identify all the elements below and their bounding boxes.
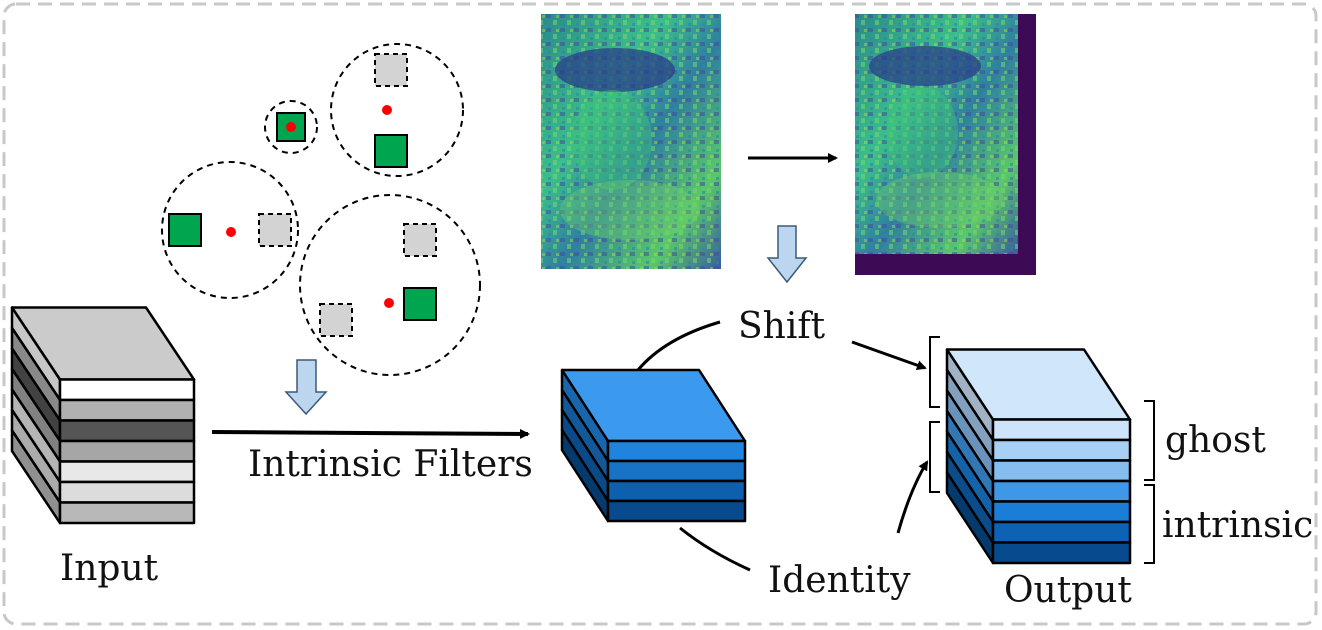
stack-front-layer xyxy=(991,541,1132,565)
input-label: Input xyxy=(60,548,159,589)
main-flow-arrow xyxy=(211,428,530,439)
stack-front-layer xyxy=(58,378,196,402)
stack-front-layer xyxy=(606,499,747,523)
shift-bracket xyxy=(929,336,940,408)
output-block xyxy=(945,348,1132,565)
ghost-label: ghost xyxy=(1165,420,1266,461)
stack-front-layer xyxy=(991,520,1132,544)
receptive-field-circle xyxy=(299,194,481,376)
stack-front-layer xyxy=(991,479,1132,503)
identity-label: Identity xyxy=(768,560,911,601)
stack-front-layer xyxy=(991,500,1132,524)
identity-connector-curve xyxy=(679,526,751,572)
receptive-field-circle xyxy=(330,43,464,177)
kernel-center-dot xyxy=(382,105,392,115)
hollow-down-arrow xyxy=(284,359,328,416)
receptive-field-circle xyxy=(264,100,318,154)
stack-front-layer xyxy=(58,439,196,463)
intrinsic-label: intrinsic xyxy=(1162,505,1313,546)
shifted-kernel xyxy=(374,53,408,87)
stack-front-layer xyxy=(606,439,747,463)
stack-front-layer xyxy=(991,438,1132,462)
intrinsic-filters-label: Intrinsic Filters xyxy=(248,444,533,485)
shifted-kernel xyxy=(258,213,292,247)
stack-front-layer xyxy=(58,398,196,422)
shift-to-output-arrow xyxy=(851,340,927,371)
kernel-center-dot xyxy=(286,122,296,132)
input-block xyxy=(10,306,196,525)
stack-front-layer xyxy=(991,459,1132,483)
hollow-down-arrow xyxy=(766,225,808,284)
receptive-field-circle xyxy=(161,161,299,299)
active-kernel xyxy=(168,213,202,247)
identity-bracket xyxy=(929,421,940,493)
stack-front-layer xyxy=(58,480,196,504)
output-label: Output xyxy=(1004,570,1132,611)
shifted-kernel xyxy=(403,223,437,257)
shift-label: Shift xyxy=(738,306,826,347)
stack-front-layer xyxy=(58,460,196,484)
kernel-group xyxy=(161,43,481,376)
stack-front-layer xyxy=(606,459,747,483)
feature-map-original xyxy=(541,14,721,269)
intrinsic-feature-block xyxy=(560,368,747,523)
shift-connector-curve xyxy=(636,320,721,371)
kernel-center-dot xyxy=(384,298,394,308)
stack-front-layer xyxy=(58,501,196,525)
active-kernel xyxy=(374,134,408,168)
ghost-bracket xyxy=(1144,400,1155,481)
shifted-kernel xyxy=(319,303,353,337)
active-kernel xyxy=(403,287,437,321)
feature-map-shifted xyxy=(855,14,1036,275)
identity-to-output-arrow xyxy=(896,460,929,534)
intrinsic-bracket xyxy=(1144,484,1155,564)
stack-front-layer xyxy=(991,418,1132,442)
kernel-center-dot xyxy=(226,227,236,237)
stack-front-layer xyxy=(606,479,747,503)
stack-front-layer xyxy=(58,419,196,443)
